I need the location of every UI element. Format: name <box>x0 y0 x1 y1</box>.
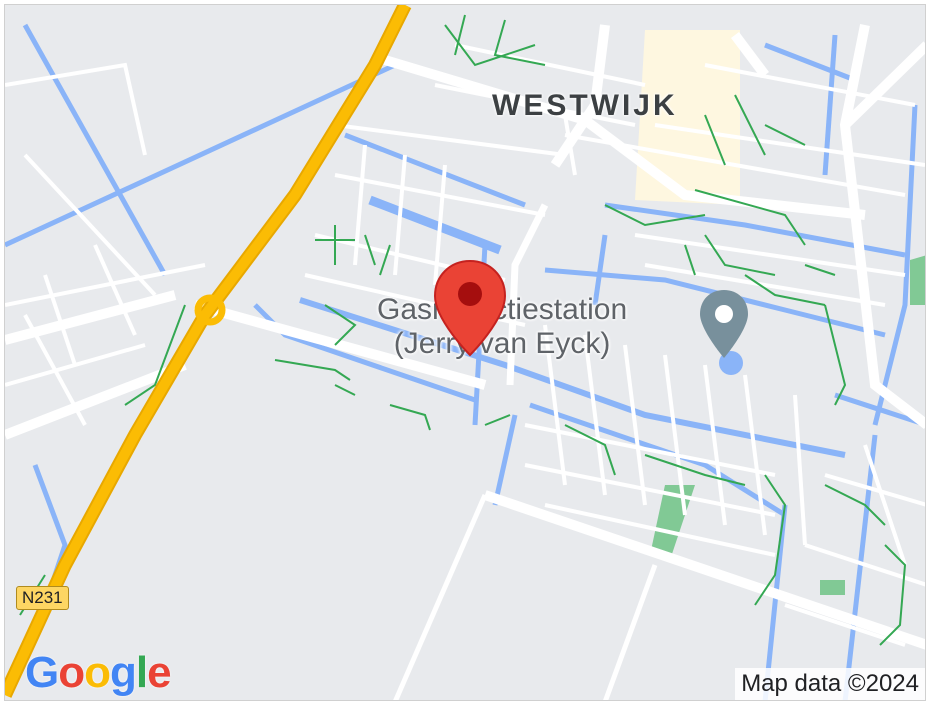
location-pin-icon[interactable] <box>698 288 750 360</box>
google-logo[interactable]: Google <box>25 648 172 697</box>
neighborhood-label: WESTWIJK <box>492 89 678 122</box>
water-canals <box>5 23 925 700</box>
park-area <box>910 255 925 305</box>
park-area <box>820 580 845 595</box>
roundabout <box>194 294 226 326</box>
pond <box>719 351 743 375</box>
road-shield: N231 <box>16 586 69 610</box>
map-view[interactable]: WESTWIJK Gasreductiestation (Jerry van E… <box>4 4 926 701</box>
poi-label-line2: (Jerry van Eyck) <box>393 327 611 360</box>
major-roads <box>5 24 925 700</box>
map-canvas[interactable] <box>5 5 926 701</box>
foot-paths <box>19 14 907 646</box>
selected-location-marker-icon[interactable] <box>432 258 508 358</box>
map-attribution[interactable]: Map data ©2024 <box>735 668 925 700</box>
